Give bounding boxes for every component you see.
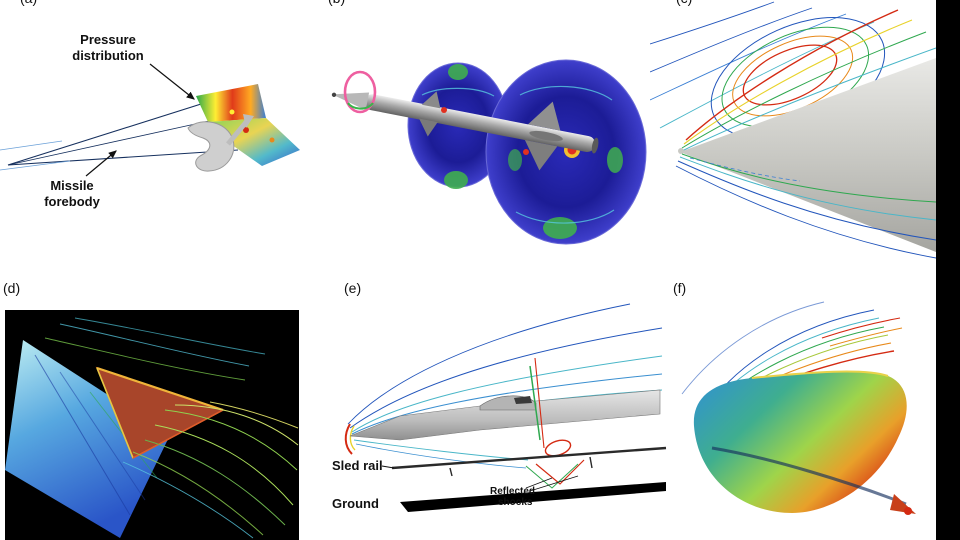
panel-c-cone-shock-contours bbox=[650, 1, 936, 259]
sled-body bbox=[349, 389, 661, 441]
reflected-shocks-label-line2: shocks bbox=[498, 497, 533, 508]
missile-nose bbox=[332, 92, 370, 111]
image-right-black-bar bbox=[936, 0, 960, 540]
canopy-window bbox=[514, 396, 532, 404]
pressure-contour-patch bbox=[196, 84, 300, 166]
sled-rail-annotation: Sled rail bbox=[332, 458, 395, 473]
body-shadow-line bbox=[711, 446, 907, 506]
tail-fin-upper bbox=[527, 101, 561, 131]
contour-fan bbox=[347, 303, 663, 469]
ground-label: Ground bbox=[332, 496, 379, 511]
sled-rail bbox=[391, 446, 667, 477]
waverider-upper-surface bbox=[95, 366, 225, 460]
lower-contour-lines bbox=[675, 153, 936, 259]
pressure-label-line1: Pressure bbox=[80, 32, 136, 47]
sled-rail-label: Sled rail bbox=[332, 458, 383, 473]
tail-tip bbox=[904, 507, 912, 515]
tail-point bbox=[890, 494, 916, 514]
panel-label-a: (a) bbox=[20, 0, 37, 5]
reflected-shock-lines bbox=[525, 459, 585, 489]
panel-a-missile-forebody-diagram: Pressure distribution Missile forebody bbox=[0, 32, 300, 209]
ground-slab bbox=[400, 482, 666, 512]
canard-fin-lower bbox=[419, 118, 438, 137]
panel-label-e: (e) bbox=[344, 280, 362, 296]
canard-fin-upper bbox=[421, 91, 441, 109]
reflected-shocks-label-line1: Reflected bbox=[490, 486, 535, 497]
missile-forebody-annotation: Missile forebody bbox=[44, 150, 117, 209]
pressure-distribution-annotation: Pressure distribution bbox=[72, 32, 195, 100]
panel-d-waverider-streamlines bbox=[5, 310, 299, 540]
panel-label-c: (c) bbox=[676, 0, 692, 5]
wake-streamlines bbox=[122, 401, 299, 539]
forebody-arrow bbox=[85, 150, 117, 177]
aft-contour-disc bbox=[485, 59, 647, 245]
inlet-gray-surface bbox=[187, 114, 254, 172]
pressure-label-line2: distribution bbox=[72, 48, 144, 63]
panel-label-d: (d) bbox=[3, 280, 21, 296]
forebody-label-line1: Missile bbox=[50, 178, 93, 193]
cone-body bbox=[678, 58, 936, 252]
panel-label-b: (b) bbox=[328, 0, 345, 5]
pressure-arrow bbox=[149, 63, 195, 100]
nose-ring-contour bbox=[343, 70, 377, 114]
vehicle-body bbox=[693, 370, 916, 515]
nose-shock bbox=[344, 423, 356, 455]
reflected-shocks-annotation: Reflected shocks bbox=[490, 475, 579, 508]
missile-body bbox=[331, 91, 599, 171]
upper-flow-lines bbox=[44, 317, 266, 381]
waverider-lower-surface bbox=[5, 340, 170, 538]
panel-label-f: (f) bbox=[673, 280, 687, 296]
ground-annotation: Ground bbox=[332, 496, 379, 511]
tail-fin-side bbox=[529, 130, 563, 142]
panel-f-hypersonic-body bbox=[681, 301, 916, 515]
forebody-label-line2: forebody bbox=[44, 194, 100, 209]
bow-shock-lines bbox=[679, 9, 936, 153]
panel-b-missile-contour-planes bbox=[331, 59, 647, 245]
tail-fin-lower bbox=[524, 140, 558, 171]
panel-e-sled-test-contours: Sled rail Ground Reflected shocks bbox=[332, 303, 667, 512]
